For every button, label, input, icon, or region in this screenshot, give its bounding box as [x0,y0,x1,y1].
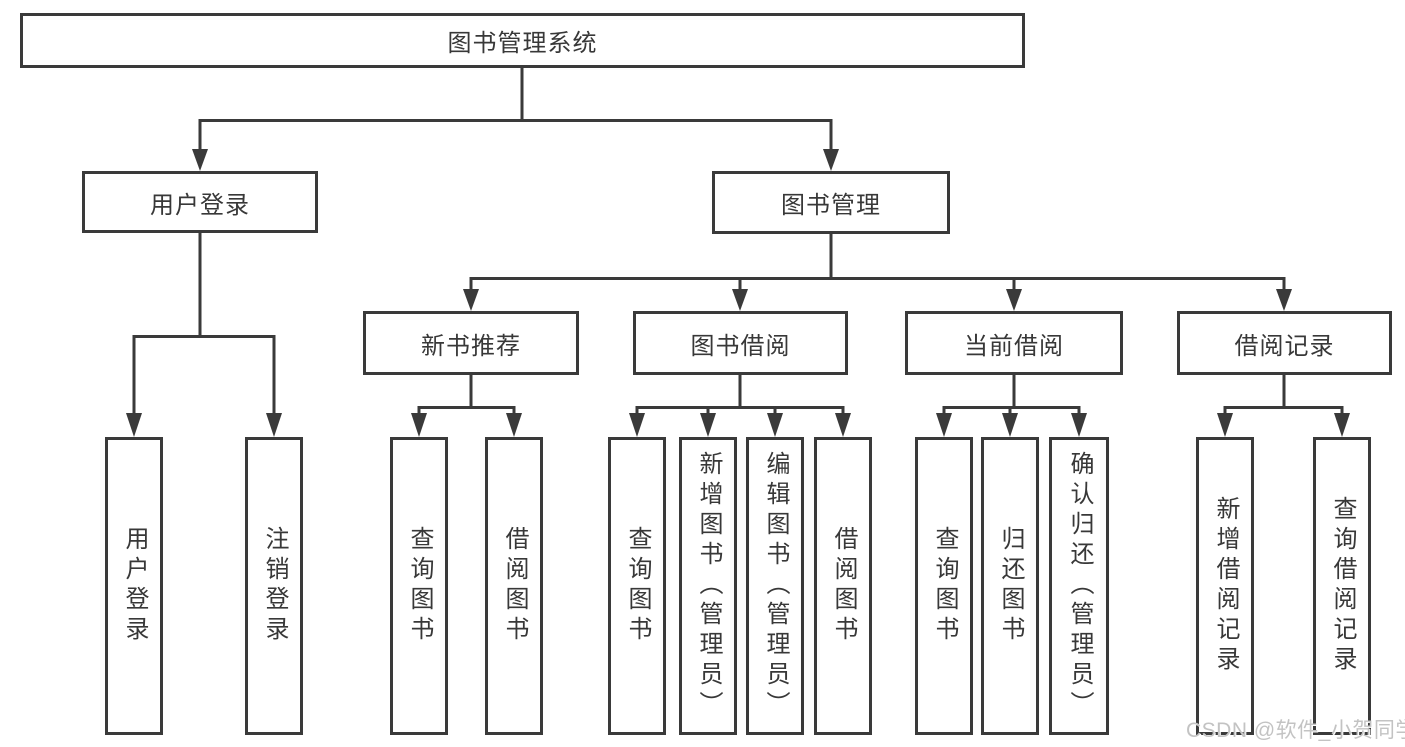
leaf-borrow-book: 借阅图书 [814,437,872,735]
arrow-to-book-borrow [732,289,748,311]
node-library-system: 图书管理系统 [20,13,1025,68]
leaf-return-book-label: 归还图书 [997,526,1024,646]
leaf-query-book-current-label: 查询图书 [931,526,958,646]
leaf-borrow-book-recommend-label: 借阅图书 [501,526,528,646]
connector-borrow-record-split [1223,406,1344,418]
arrow-to-new-book [463,289,479,311]
connector-level1-split [198,119,833,152]
arrow-leaf-1 [126,413,142,437]
arrow-leaf-12 [1217,413,1233,437]
leaf-borrow-book-label: 借阅图书 [830,526,857,646]
arrow-leaf-10 [1002,413,1018,437]
node-library-system-label: 图书管理系统 [447,30,598,57]
leaf-edit-book-admin-label: 编辑图书（管理员） [762,451,789,721]
leaf-edit-book-admin: 编辑图书（管理员） [746,437,804,735]
node-current-borrow: 当前借阅 [905,311,1123,375]
node-user-login: 用户登录 [82,171,318,233]
leaf-borrow-book-recommend: 借阅图书 [485,437,543,735]
arrow-leaf-13 [1334,413,1350,437]
arrow-leaf-8 [835,413,851,437]
connector-user-login-split [132,335,276,418]
node-current-borrow-label: 当前借阅 [964,332,1064,360]
connector-new-book-split [417,406,516,418]
arrow-to-borrow-record [1276,289,1292,311]
node-book-borrow: 图书借阅 [633,311,848,375]
arrow-leaf-9 [936,413,952,437]
connector-lines [132,68,1344,418]
node-user-login-label: 用户登录 [150,191,250,219]
arrow-leaf-6 [700,413,716,437]
arrow-to-user-login [192,149,208,171]
arrowheads [126,149,1350,437]
leaf-query-borrow-record: 查询借阅记录 [1313,437,1371,735]
leaf-add-book-admin-label: 新增图书（管理员） [695,451,722,721]
arrow-leaf-4 [506,413,522,437]
leaf-query-borrow-record-label: 查询借阅记录 [1329,496,1356,676]
leaf-query-book-current: 查询图书 [915,437,973,735]
leaf-logout-label: 注销登录 [261,526,288,646]
leaf-add-borrow-record: 新增借阅记录 [1196,437,1254,735]
node-book-borrow-label: 图书借阅 [690,332,791,360]
leaf-query-book-recommend: 查询图书 [390,437,448,735]
node-borrow-records-label: 借阅记录 [1234,332,1335,360]
leaf-user-login-label: 用户登录 [121,526,148,646]
leaf-confirm-return-admin: 确认归还（管理员） [1049,437,1109,735]
leaf-query-book-borrow-label: 查询图书 [624,526,651,646]
node-borrow-records: 借阅记录 [1177,311,1392,375]
arrow-leaf-3 [411,413,427,437]
arrow-leaf-11 [1071,413,1087,437]
leaf-logout: 注销登录 [245,437,303,735]
connector-book-mgmt-split [469,277,1286,293]
leaf-confirm-return-admin-label: 确认归还（管理员） [1066,451,1093,721]
csdn-watermark: CSDN @软件_小贺同学 [1186,719,1405,742]
leaf-user-login: 用户登录 [105,437,163,735]
leaf-return-book: 归还图书 [981,437,1039,735]
leaf-add-borrow-record-label: 新增借阅记录 [1212,496,1239,676]
arrow-leaf-7 [767,413,783,437]
leaf-add-book-admin: 新增图书（管理员） [679,437,737,735]
arrow-leaf-5 [629,413,645,437]
arrow-to-current-borrow [1006,289,1022,311]
leaf-query-book-recommend-label: 查询图书 [406,526,433,646]
node-new-book-recommend-label: 新书推荐 [421,332,521,360]
leaf-query-book-borrow: 查询图书 [608,437,666,735]
connector-book-borrow-split [635,406,845,418]
node-new-book-recommend: 新书推荐 [363,311,579,375]
arrow-leaf-2 [266,413,282,437]
node-book-management-label: 图书管理 [781,192,881,219]
arrow-to-book-mgmt [823,149,839,171]
node-book-management: 图书管理 [712,171,950,234]
